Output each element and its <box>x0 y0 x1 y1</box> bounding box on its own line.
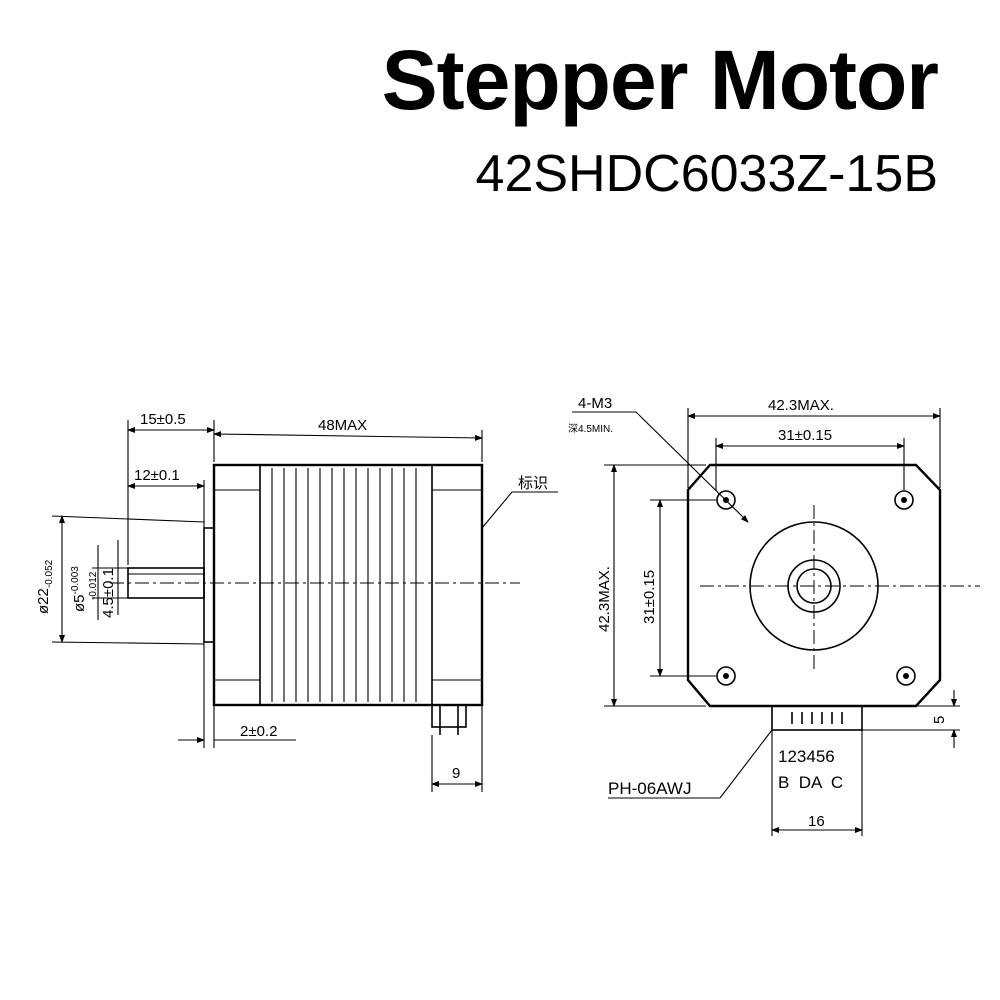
boss-diameter-tol: -0.052 <box>44 559 55 588</box>
height-max-label: 42.3MAX. <box>596 566 613 632</box>
shaft-length-label: 15±0.5 <box>140 411 186 428</box>
connector-height-label: 5 <box>931 716 948 724</box>
shaft-diameter-tol-lower: -0.012 <box>88 571 99 600</box>
connector-side <box>431 704 467 728</box>
svg-text:ø22-0.052: ø22-0.052 <box>35 559 55 614</box>
mark-label: 标识 <box>518 475 548 492</box>
boss-diameter-label: ø22 <box>35 588 52 614</box>
connector-pins <box>791 712 843 724</box>
side-view: 标识 15±0.5 48MAX 12±0.1 ø22-0.052 ø5-0.00… <box>35 411 558 792</box>
model-number: 42SHDC6033Z-15B <box>475 145 938 203</box>
pin-phases: B DA C <box>778 773 843 792</box>
flat-length-label: 12±0.1 <box>134 467 180 484</box>
cooling-fins <box>271 468 417 702</box>
connector-width-label: 16 <box>808 813 825 830</box>
shaft-diameter-tol-upper: -0.003 <box>70 566 81 595</box>
mark-leader <box>481 491 558 529</box>
shaft-diameter-label: ø5 <box>71 594 88 612</box>
thread-spec-label: 4-M3 <box>578 395 612 412</box>
svg-text:ø5-0.003: ø5-0.003 <box>70 566 88 612</box>
connector-front <box>771 705 863 731</box>
connector-type-label: PH-06AWJ <box>608 779 691 798</box>
flat-depth-label: 4.5±0.1 <box>100 568 117 618</box>
thread-depth-label: 深4.5MIN. <box>568 423 613 435</box>
pin-numbers: 123456 <box>778 747 835 766</box>
width-max-label: 42.3MAX. <box>768 397 834 414</box>
body-length-label: 48MAX <box>318 417 367 434</box>
mounting-holes <box>716 490 916 686</box>
connector-offset-label: 9 <box>452 765 460 782</box>
front-view: 123456 B DA C 4-M3 深4.5MIN. 42.3MAX. 31±… <box>568 395 980 836</box>
boss <box>203 527 215 643</box>
motor-body-outline <box>212 463 484 707</box>
boss-height-label: 2±0.2 <box>240 723 277 740</box>
hole-spacing-h-label: 31±0.15 <box>778 427 832 444</box>
page-title: Stepper Motor <box>381 33 939 127</box>
hole-spacing-v-label: 31±0.15 <box>641 570 658 624</box>
